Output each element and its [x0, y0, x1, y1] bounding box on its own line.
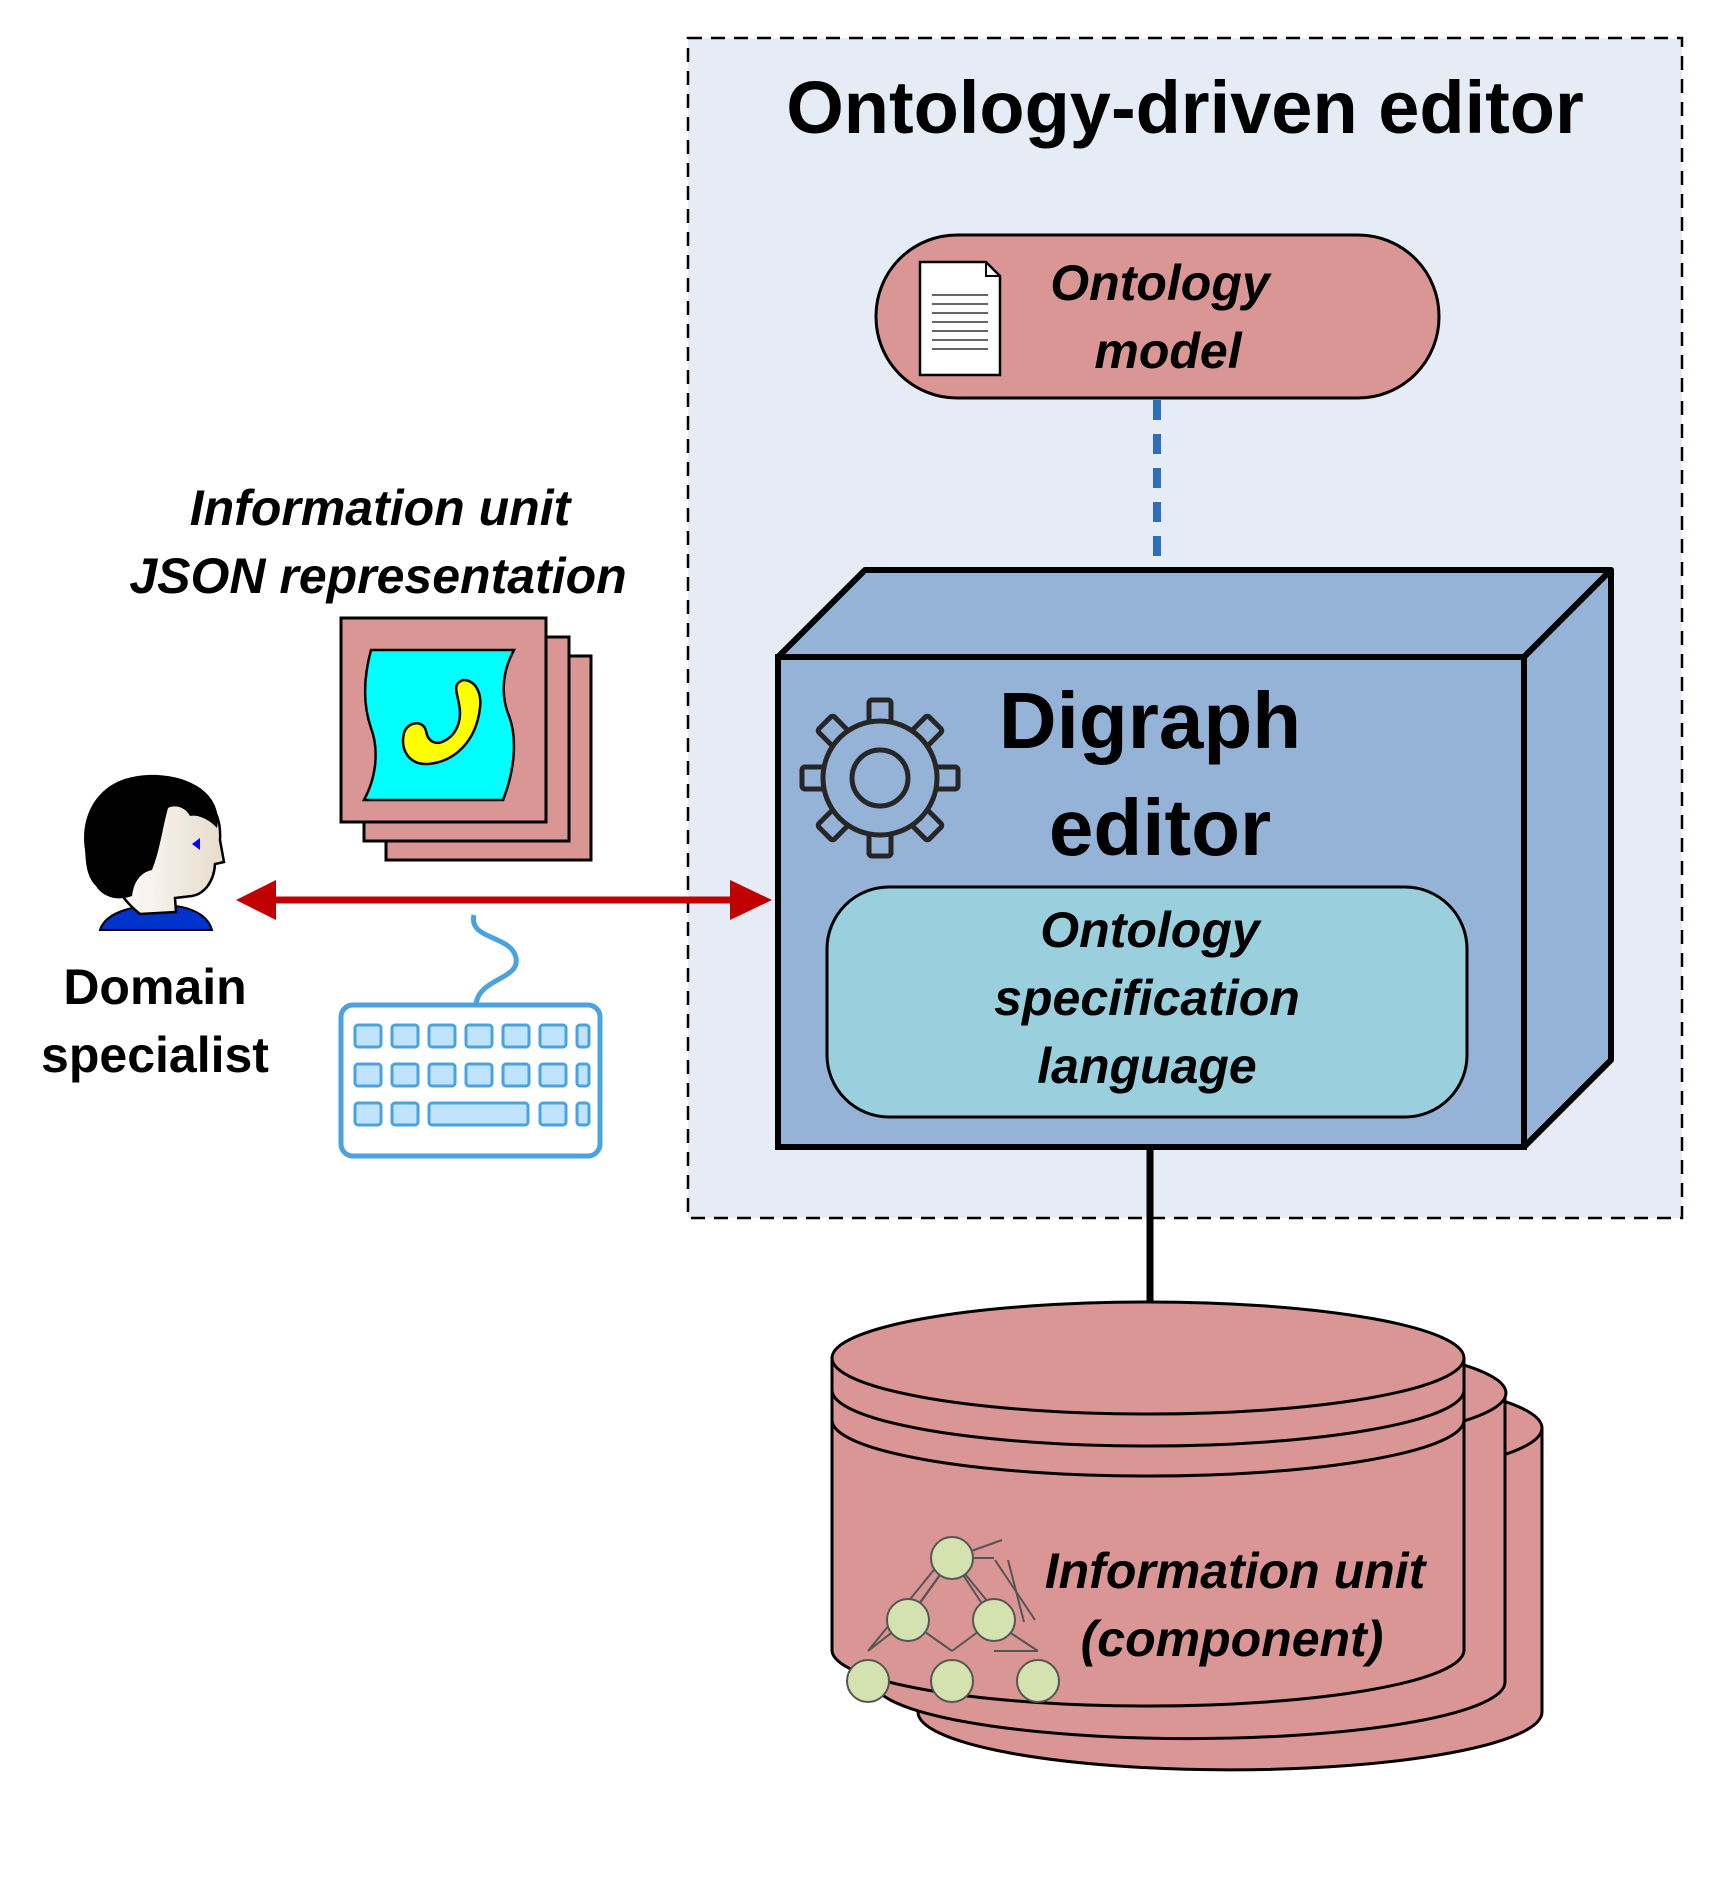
spec-language-label-1: Ontology [1040, 902, 1262, 958]
spec-language-label-2: specification [994, 970, 1300, 1026]
spec-language-label-3: language [1037, 1038, 1256, 1094]
user-icon [84, 774, 226, 931]
document-icon [918, 260, 1002, 377]
specialist-editor-arrow [236, 880, 772, 920]
digraph-editor-label-2: editor [1049, 783, 1271, 872]
ontology-model-label-2: model [1094, 323, 1242, 379]
json-representation-label-1: Information unit [190, 480, 573, 536]
json-file-icon [339, 616, 593, 862]
database-icon: Information unit (component) [830, 1300, 1544, 1772]
digraph-editor-box: Digraph editor Ontology specification la… [775, 567, 1614, 1150]
json-representation-node: Information unit JSON representation [129, 480, 627, 862]
json-representation-label-2: JSON representation [129, 548, 626, 604]
information-unit-label-1: Information unit [1045, 1543, 1428, 1599]
tree-graph-icon [846, 1536, 1060, 1703]
domain-specialist-label-2: specialist [41, 1027, 269, 1083]
container-title: Ontology-driven editor [786, 66, 1584, 149]
digraph-editor-label-1: Digraph [999, 676, 1301, 765]
gear-icon [799, 697, 961, 859]
ontology-specification-language-node: Ontology specification language [825, 885, 1469, 1119]
ontology-model-node: Ontology model [874, 233, 1441, 400]
ontology-model-label-1: Ontology [1050, 255, 1272, 311]
domain-specialist-node: Domain specialist [41, 774, 269, 1083]
keyboard-icon [338, 914, 603, 1159]
domain-specialist-label-1: Domain [63, 959, 246, 1015]
information-unit-label-2: (component) [1081, 1611, 1384, 1667]
